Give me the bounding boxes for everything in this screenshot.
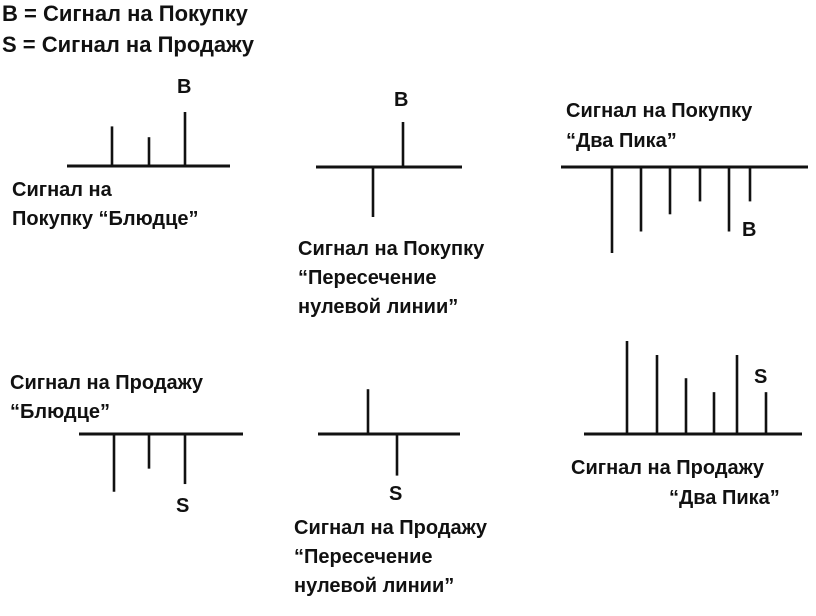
caption-line: “Пересечение — [298, 267, 437, 289]
bar-group — [112, 434, 187, 492]
panel-caption: Сигнал на Покупку “Два Пика” — [566, 100, 758, 152]
panel-caption: Сигнал на Продажу “Блюдце” — [10, 372, 209, 423]
bar-group — [366, 389, 399, 476]
caption-line: Сигнал на Продажу — [10, 372, 204, 394]
panel-buy-zero-cross: B Сигнал на Покупку “Пересечение нулевой… — [298, 89, 490, 318]
signal-marker-buy: B — [742, 219, 756, 241]
caption-line: Покупку “Блюдце” — [12, 208, 199, 230]
caption-line: Сигнал на — [12, 179, 113, 201]
caption-line: Сигнал на Покупку — [566, 100, 753, 122]
panel-sell-two-peaks: S Сигнал на Продажу “Два Пика” — [571, 341, 802, 509]
panel-buy-saucer: B Сигнал на Покупку “Блюдце” — [12, 76, 230, 230]
signal-marker-buy: B — [394, 89, 408, 111]
bar-group — [610, 167, 752, 253]
caption-line: нулевой линии” — [298, 296, 458, 318]
legend-sell: S = Сигнал на Продажу — [2, 32, 255, 57]
panel-caption: Сигнал на Продажу “Два Пика” — [571, 457, 780, 509]
signal-marker-sell: S — [389, 483, 402, 505]
panel-caption: Сигнал на Покупку “Блюдце” — [12, 179, 199, 230]
caption-line: “Два Пика” — [669, 487, 780, 509]
caption-line: “Пересечение — [294, 546, 433, 568]
caption-line: нулевой линии” — [294, 575, 454, 597]
bar-group — [110, 112, 187, 166]
panel-caption: Сигнал на Продажу “Пересечение нулевой л… — [294, 517, 493, 597]
caption-line: Сигнал на Продажу — [294, 517, 488, 539]
signal-marker-sell: S — [754, 366, 767, 388]
caption-line: “Два Пика” — [566, 130, 677, 152]
caption-line: Сигнал на Продажу — [571, 457, 765, 479]
panel-caption: Сигнал на Покупку “Пересечение нулевой л… — [298, 238, 490, 318]
bar-group — [625, 341, 768, 434]
panel-sell-saucer: S Сигнал на Продажу “Блюдце” — [10, 372, 243, 517]
legend-buy: B = Сигнал на Покупку — [2, 1, 249, 26]
caption-line: “Блюдце” — [10, 401, 110, 423]
signal-marker-buy: B — [177, 76, 191, 98]
signal-marker-sell: S — [176, 495, 189, 517]
caption-line: Сигнал на Покупку — [298, 238, 485, 260]
panel-buy-two-peaks: B Сигнал на Покупку “Два Пика” — [561, 100, 808, 253]
panel-sell-zero-cross: S Сигнал на Продажу “Пересечение нулевой… — [294, 389, 493, 597]
bar-group — [371, 122, 405, 217]
